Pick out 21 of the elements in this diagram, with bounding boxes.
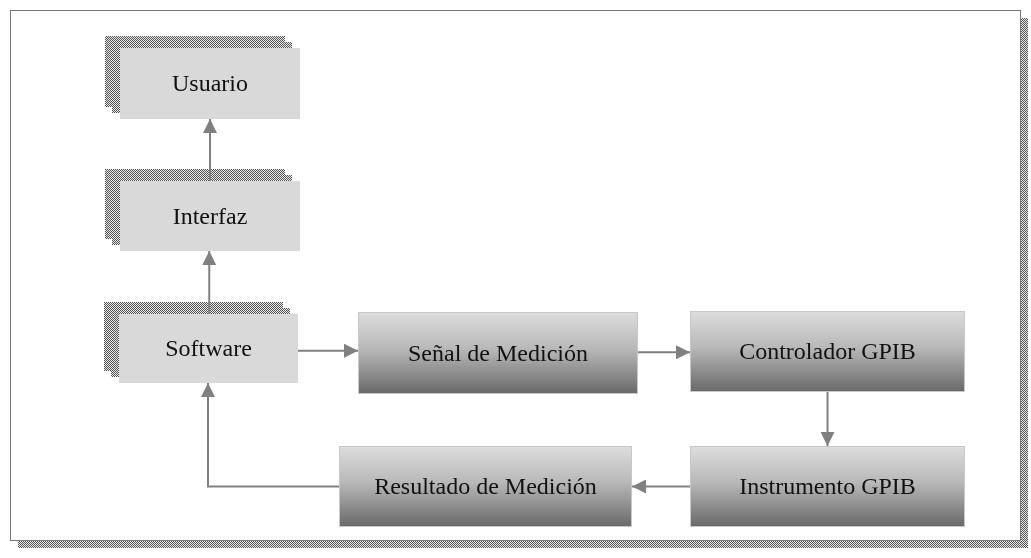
box-label: Usuario (172, 70, 248, 97)
process-box (690, 446, 965, 527)
process-box (339, 446, 632, 527)
arrow (631, 479, 691, 494)
process-box (120, 48, 300, 119)
arrow (203, 118, 217, 182)
process-box (690, 311, 965, 392)
arrow (201, 382, 340, 488)
box-label: Instrumento GPIB (739, 473, 916, 500)
box-label: Señal de Medición (408, 339, 588, 367)
box-label: Resultado de Medición (374, 473, 597, 500)
arrow (820, 391, 835, 447)
process-box (119, 314, 298, 383)
arrow (202, 250, 217, 315)
arrow (637, 345, 691, 360)
process-box (358, 312, 638, 394)
box-label: Controlador GPIB (739, 338, 916, 365)
box-label: Interfaz (172, 202, 248, 230)
arrow (297, 343, 359, 358)
box-label: Software (165, 335, 252, 362)
process-box (120, 181, 300, 251)
